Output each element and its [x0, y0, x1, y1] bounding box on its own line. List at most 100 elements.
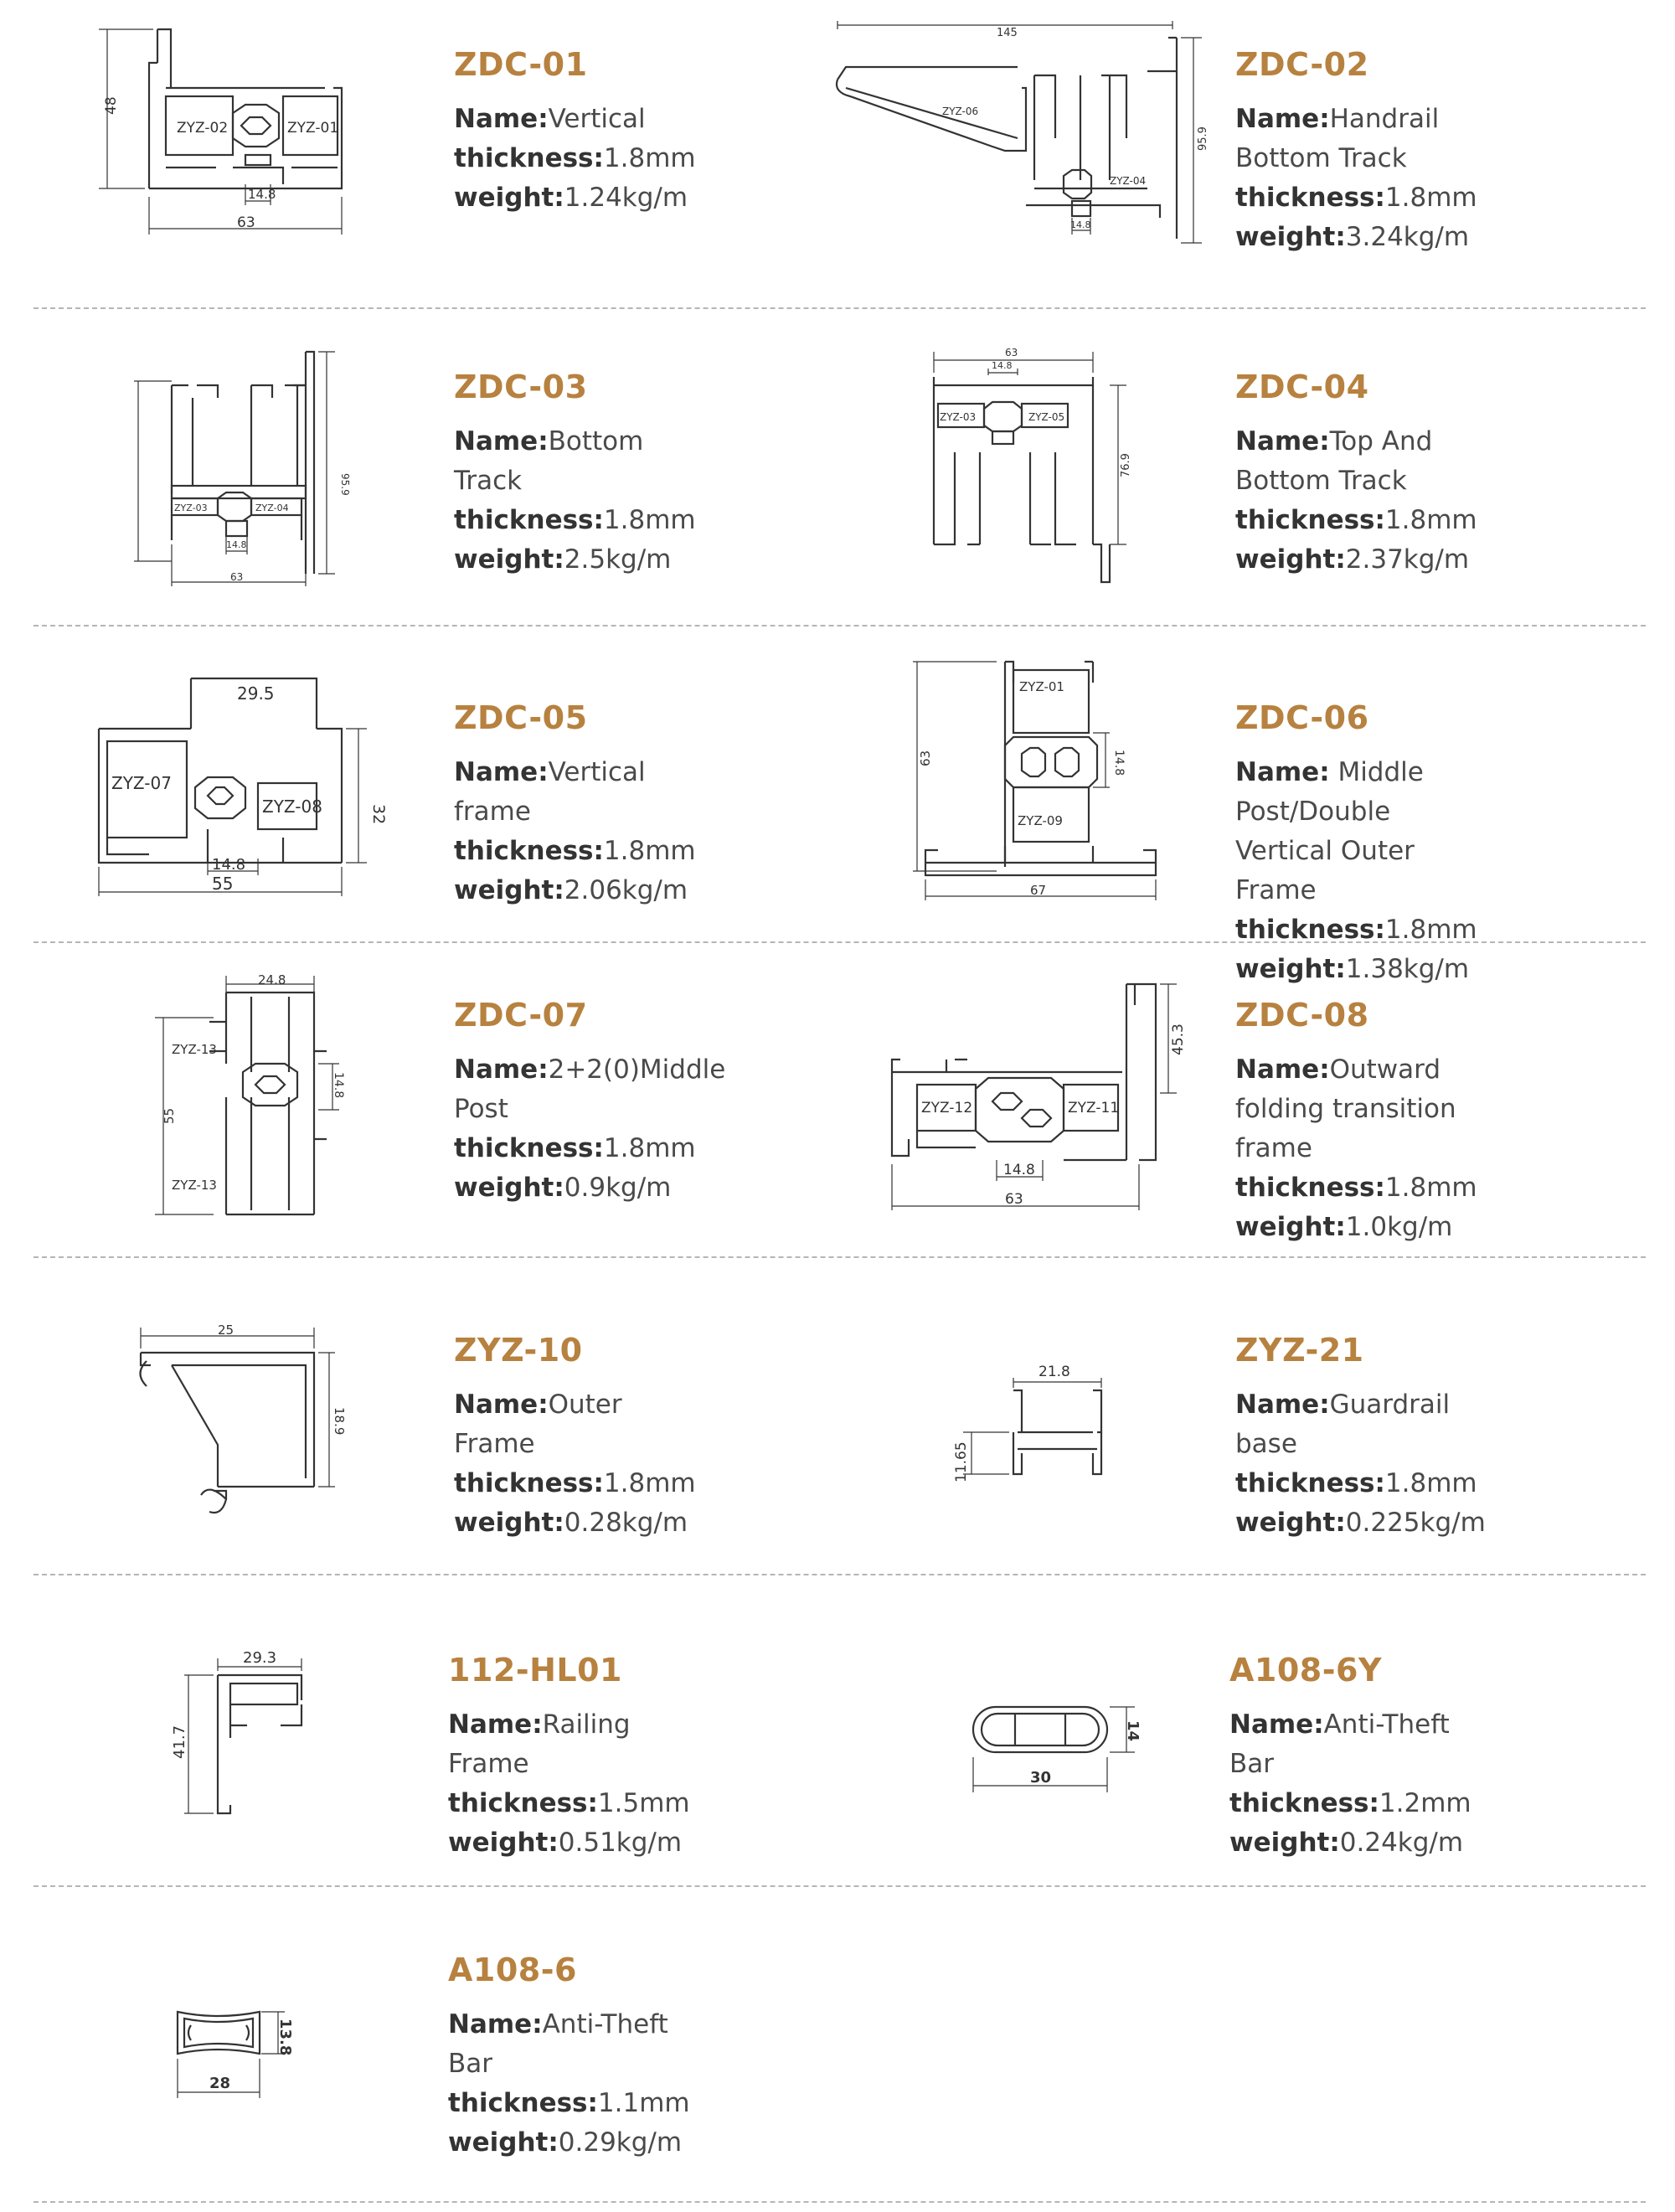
dim-height: 76.9	[1120, 453, 1132, 477]
product-weight: weight:3.24kg/m	[1235, 222, 1470, 252]
product-info: A108-6Y Name:Anti-Theft Bar thickness:1.…	[1229, 1652, 1471, 1863]
dim-height: 14	[1124, 1720, 1142, 1741]
product-name: Name:Guardrail base	[1235, 1390, 1451, 1459]
dim-height: 95.9	[339, 473, 351, 496]
dim-height: 63	[918, 750, 933, 766]
product-thickness: thickness:1.8mm	[454, 836, 696, 866]
dim-slot: 14.8	[992, 360, 1013, 371]
dim-height: 18.9	[332, 1407, 347, 1435]
product-thickness: thickness:1.8mm	[1235, 915, 1477, 945]
product-thickness: thickness:1.8mm	[1235, 1173, 1477, 1203]
product-name: Name:Handrail Bottom Track	[1235, 104, 1440, 173]
product-name: Name:Outer Frame	[454, 1390, 622, 1459]
dim-width: 24.8	[258, 972, 286, 987]
dim-height: 11.65	[953, 1441, 970, 1482]
divider	[34, 1885, 1646, 1887]
profile-svg: 48 63 14.8 ZYZ-02 ZYZ-01	[99, 28, 343, 235]
dim-slot: 14.8	[1112, 750, 1126, 776]
product-info: ZYZ-10 Name:Outer Frame thickness:1.8mm …	[454, 1332, 696, 1543]
profile-drawing-zdc-02: 145 95.9 14.8 ZYZ-06 ZYZ-04	[825, 13, 1219, 255]
profile-svg: 63 14.8 76.9 ZYZ-03 ZYZ-05	[932, 347, 1132, 584]
dim-width: 21.8	[1038, 1364, 1070, 1380]
product-info: ZDC-07 Name:2+2(0)Middle Post thickness:…	[454, 997, 725, 1208]
product-thickness: thickness:1.8mm	[454, 1133, 696, 1163]
profile-drawing-zdc-07: 24.8 55 14.8 ZYZ-13 ZYZ-13	[147, 972, 348, 1231]
product-weight: weight:0.51kg/m	[448, 1828, 683, 1858]
product-code: ZDC-07	[454, 997, 588, 1034]
product-info: ZDC-01 Name:Vertical thickness:1.8mm wei…	[454, 46, 696, 218]
profile-drawing-zdc-08: 45.3 63 14.8 ZYZ-12 ZYZ-11	[879, 976, 1198, 1219]
product-thickness: thickness:1.5mm	[448, 1788, 690, 1818]
profile-label-1: ZYZ-02	[177, 120, 228, 137]
dim-width: 63	[237, 214, 255, 231]
product-thickness: thickness:1.1mm	[448, 2088, 690, 2118]
product-name: Name:Anti-Theft Bar	[448, 2009, 668, 2079]
dim-width: 63	[1005, 347, 1018, 358]
profile-svg: 63 14.8 67 ZYZ-01 ZYZ-09	[913, 660, 1157, 900]
profile-svg: 21.8 11.65	[953, 1364, 1103, 1482]
profile-label-2: ZYZ-11	[1068, 1100, 1119, 1116]
dim-height: 41.7	[171, 1725, 188, 1759]
dim-slot: 14.8	[212, 856, 245, 874]
profile-drawing-zdc-05: 29.5 32 55 14.8 ZYZ-07 ZYZ-08	[90, 670, 400, 905]
dim-height: 32	[369, 804, 388, 824]
profile-label-2: ZYZ-09	[1018, 813, 1063, 828]
profile-svg: 24.8 55 14.8 ZYZ-13 ZYZ-13	[155, 972, 345, 1216]
product-code: 112-HL01	[448, 1652, 622, 1689]
dim-width: 28	[209, 2075, 230, 2092]
product-weight: weight:1.0kg/m	[1235, 1212, 1453, 1242]
product-info: ZDC-06 Name: Middle Post/Double Vertical…	[1235, 699, 1477, 989]
product-code: ZYZ-21	[1235, 1332, 1364, 1369]
product-name: Name:Vertical frame	[454, 757, 646, 827]
dim-slot: 14.8	[248, 187, 276, 202]
profile-drawing-a108-6y: 14 30	[963, 1683, 1147, 1801]
profile-svg: 29.3 41.7	[171, 1649, 303, 1815]
profile-drawing-zdc-06: 63 14.8 67 ZYZ-01 ZYZ-09	[904, 653, 1189, 905]
product-weight: weight:0.24kg/m	[1229, 1828, 1464, 1858]
product-info: 112-HL01 Name:Railing Frame thickness:1.…	[448, 1652, 690, 1863]
product-name-continued: Vertical Outer Frame	[1235, 836, 1415, 905]
product-name: Name:2+2(0)Middle Post	[454, 1054, 726, 1124]
dim-width: 29.3	[243, 1649, 276, 1667]
product-name: Name:Vertical	[454, 104, 646, 134]
product-code: ZYZ-10	[454, 1332, 583, 1369]
product-name: Name:Railing Frame	[448, 1709, 631, 1779]
product-thickness: thickness:1.8mm	[454, 1468, 696, 1498]
product-name: Name: Middle Post/Double	[1235, 757, 1424, 827]
dim-width: 145	[997, 27, 1018, 39]
divider	[34, 941, 1646, 943]
divider	[34, 625, 1646, 626]
product-code: A108-6Y	[1229, 1652, 1382, 1689]
dim-slot: 14.8	[1003, 1162, 1035, 1178]
dim-top: 29.5	[237, 683, 275, 704]
product-weight: weight:2.06kg/m	[454, 875, 688, 905]
profile-label-2: ZYZ-13	[172, 1178, 217, 1193]
profile-label-2: ZYZ-04	[255, 503, 289, 513]
product-info: ZDC-03 Name:Bottom Track thickness:1.8mm…	[454, 369, 696, 580]
profile-label-2: ZYZ-05	[1028, 411, 1064, 423]
dim-slot: 14.8	[1070, 219, 1091, 230]
profile-drawing-a108-6: 13.8 28	[168, 2002, 318, 2119]
product-info: ZDC-08 Name:Outward folding transition f…	[1235, 997, 1477, 1247]
profile-svg: 14 30	[972, 1705, 1142, 1792]
dim-height: 55	[162, 1108, 177, 1124]
product-weight: weight:1.24kg/m	[454, 183, 688, 213]
profile-svg: 25 18.9	[139, 1323, 347, 1514]
profile-label-1: ZYZ-13	[172, 1042, 217, 1057]
product-code: ZDC-04	[1235, 369, 1369, 405]
dim-height: 13.8	[276, 2019, 294, 2055]
profile-label-1: ZYZ-12	[921, 1100, 972, 1116]
divider	[34, 1574, 1646, 1575]
product-info: ZDC-05 Name:Vertical frame thickness:1.8…	[454, 699, 696, 910]
product-code: A108-6	[448, 1952, 577, 1988]
dim-width: 25	[218, 1323, 234, 1338]
profile-svg: 95.9 63 14.8 ZYZ-03 ZYZ-04	[134, 350, 351, 586]
product-weight: weight:0.9kg/m	[454, 1173, 672, 1203]
dim-width: 55	[212, 874, 233, 894]
product-code: ZDC-03	[454, 369, 588, 405]
profile-label-2: ZYZ-08	[262, 797, 322, 817]
product-thickness: thickness:1.8mm	[1235, 1468, 1477, 1498]
profile-svg: 145 95.9 14.8 ZYZ-06 ZYZ-04	[835, 21, 1209, 244]
product-name: Name:Top And Bottom Track	[1235, 426, 1433, 496]
profile-label-1: ZYZ-07	[111, 773, 172, 793]
